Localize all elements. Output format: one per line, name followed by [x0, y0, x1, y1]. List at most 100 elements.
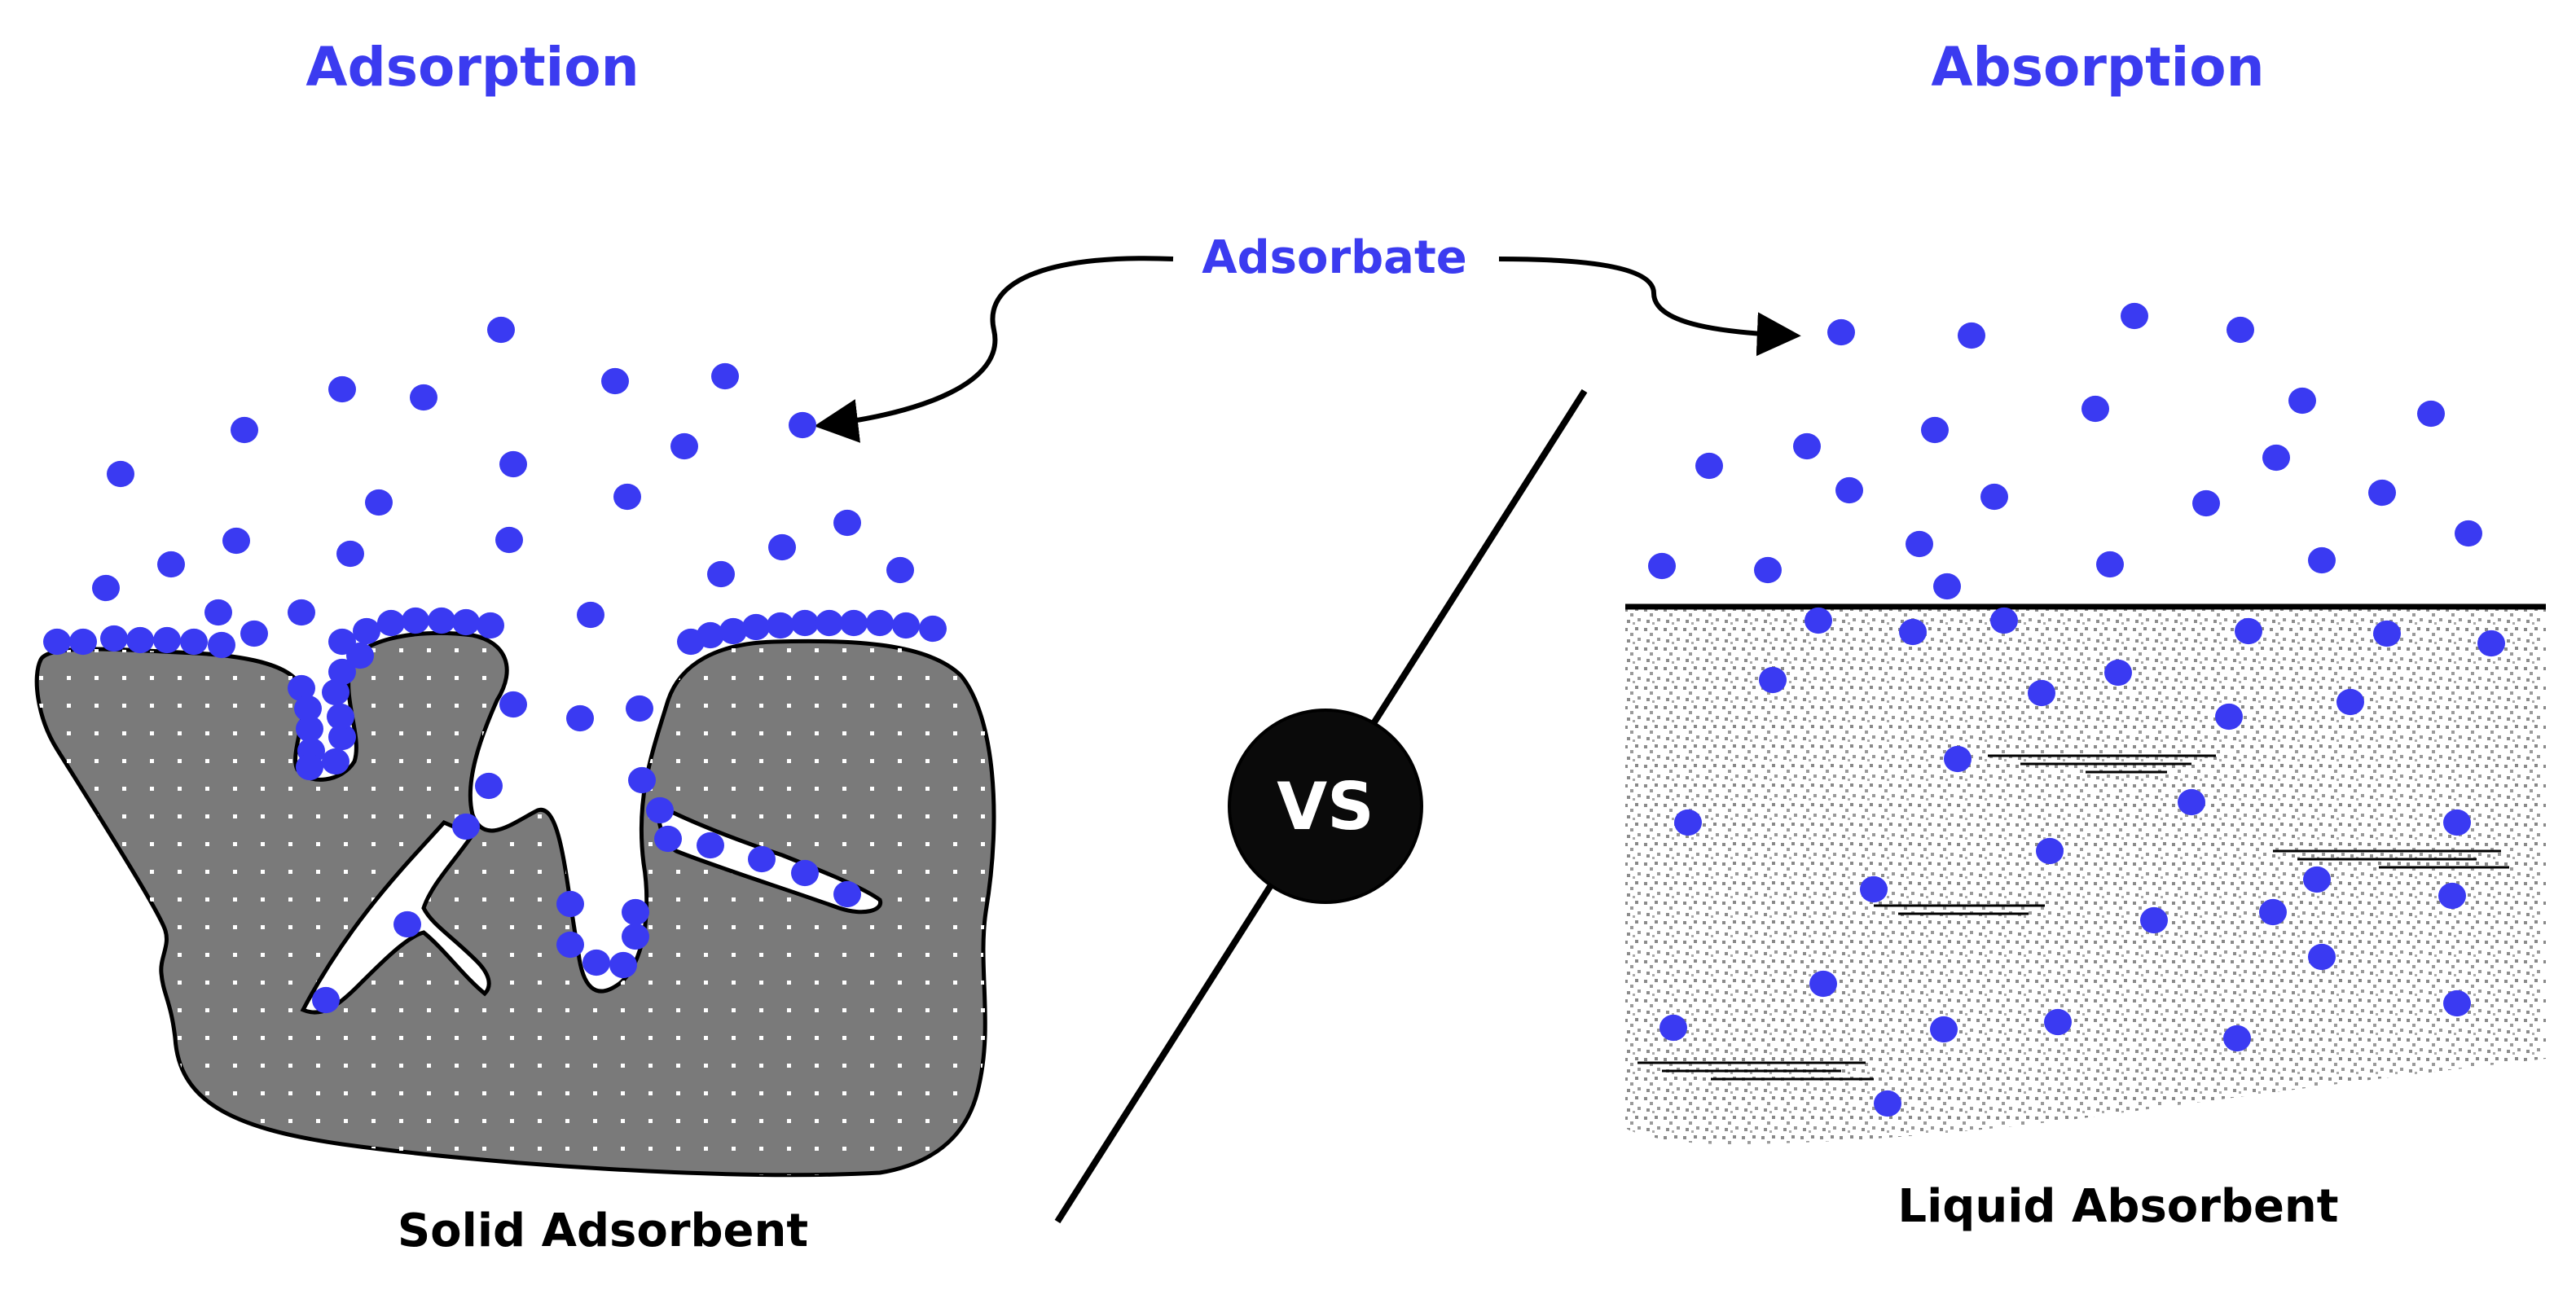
adsorbate-particle	[452, 813, 480, 840]
adsorbate-particle	[204, 599, 232, 626]
adsorbate-particle	[2455, 520, 2482, 547]
adsorbate-particle	[2303, 866, 2331, 893]
adsorbate-particle	[654, 825, 682, 853]
adsorbate-particle	[327, 703, 354, 731]
adsorbate-particle	[353, 617, 380, 645]
adsorbate-particle	[153, 626, 181, 654]
adsorbate-particle	[208, 631, 235, 659]
adsorbate-particle	[2443, 989, 2471, 1017]
adsorbate-particle	[719, 617, 747, 645]
adsorbate-particle	[1793, 432, 1821, 460]
adsorbate-particle	[1674, 809, 1702, 836]
adsorbate-particle	[622, 923, 649, 950]
adsorbate-particle	[613, 483, 641, 511]
adsorbate-particle	[1906, 530, 1933, 558]
adsorbate-particle	[410, 384, 437, 411]
adsorbate-particle	[2288, 387, 2316, 415]
adsorbate-particle	[100, 625, 128, 652]
adsorbate-particle	[707, 560, 735, 588]
adsorbate-particle	[697, 621, 724, 649]
adsorbate-particle	[322, 748, 349, 775]
adsorbate-particle	[622, 898, 649, 926]
adsorbate-particle	[767, 612, 794, 639]
adsorbate-particle	[92, 574, 120, 602]
adsorbate-particle	[2081, 395, 2109, 423]
adsorbate-particle	[2336, 688, 2364, 716]
adsorbate-particles-left	[43, 316, 947, 1014]
adsorbate-particle	[768, 533, 796, 561]
solid-adsorbent-texture	[37, 633, 995, 1175]
adsorbate-particle	[336, 540, 364, 568]
adsorbate-particle	[566, 704, 594, 732]
adsorbate-particle	[833, 509, 861, 537]
adsorbate-particle	[866, 609, 894, 637]
adsorbate-particle	[833, 880, 861, 908]
adsorbate-particle	[328, 658, 356, 686]
adsorbate-particle	[2096, 551, 2124, 578]
adsorbate-particle	[1874, 1090, 1901, 1117]
adsorbate-particle	[157, 551, 185, 578]
adsorbate-particles-right	[1648, 302, 2505, 1117]
vs-badge	[1228, 709, 1423, 904]
adsorbate-particle	[2417, 400, 2445, 428]
adsorbate-particle	[919, 615, 947, 643]
arrow-to-adsorption	[814, 256, 1174, 443]
adsorbate-particle	[670, 432, 698, 460]
adsorbate-particle	[2262, 444, 2290, 472]
adsorbate-particle	[2178, 788, 2205, 816]
adsorbate-particle	[2215, 703, 2243, 731]
adsorbate-particle	[556, 931, 584, 959]
adsorbate-particle	[452, 608, 480, 636]
adsorbate-particle	[487, 316, 515, 344]
adsorbate-particle	[288, 599, 315, 626]
adsorbate-particle	[475, 772, 503, 800]
adsorbate-particle	[2368, 479, 2396, 507]
adsorbate-particle	[2028, 679, 2055, 707]
adsorbate-particle	[1921, 416, 1949, 444]
adsorbate-particle	[428, 607, 455, 634]
adsorbate-particle	[2121, 302, 2148, 330]
adsorbate-particle	[789, 411, 816, 439]
adsorbate-particle	[328, 723, 356, 751]
adsorbate-particle	[2192, 489, 2220, 517]
adsorbate-particle	[1958, 322, 1985, 349]
adsorbate-particle	[1899, 618, 1927, 646]
adsorbate-particle	[2259, 898, 2287, 926]
adsorbate-particle	[1835, 476, 1863, 504]
adsorbate-particle	[582, 949, 610, 976]
adsorbate-particle	[1944, 745, 1972, 773]
adsorbate-particle	[69, 628, 97, 656]
adsorbate-particle	[2308, 546, 2336, 574]
adsorbate-particle	[499, 691, 527, 718]
adsorbate-particle	[791, 609, 819, 637]
adsorbate-particle	[628, 766, 656, 794]
arrow-to-absorption	[1498, 257, 1801, 357]
adsorbate-particle	[791, 859, 819, 887]
adsorbate-particle	[393, 910, 421, 938]
adsorbate-particle	[886, 556, 914, 584]
adsorbate-particle	[1648, 552, 1676, 580]
title-adsorption: Adsorption	[306, 36, 639, 99]
adsorbate-particle	[365, 489, 393, 516]
adsorbate-particle	[1933, 573, 1961, 600]
adsorbate-particle	[2227, 316, 2254, 344]
adsorbate-particle	[2373, 620, 2401, 647]
adsorbate-particle	[296, 753, 323, 781]
adsorbate-particle	[742, 613, 770, 641]
adsorbate-particle	[626, 695, 653, 722]
adsorbate-particle	[477, 612, 504, 639]
adsorbate-particle	[2223, 1025, 2251, 1052]
adsorbate-particle	[1990, 607, 2018, 634]
vs-label: VS	[1277, 769, 1374, 845]
title-absorption: Absorption	[1931, 36, 2264, 99]
adsorbate-particle	[328, 375, 356, 403]
adsorbate-particle	[815, 609, 843, 637]
adsorbate-particle	[231, 416, 258, 444]
adsorbate-particle	[1754, 556, 1782, 584]
adsorbate-particle	[2235, 617, 2262, 645]
adsorbate-particle	[2308, 943, 2336, 971]
liquid-absorbent-body	[1625, 607, 2546, 1144]
adsorbate-particle	[43, 628, 71, 656]
